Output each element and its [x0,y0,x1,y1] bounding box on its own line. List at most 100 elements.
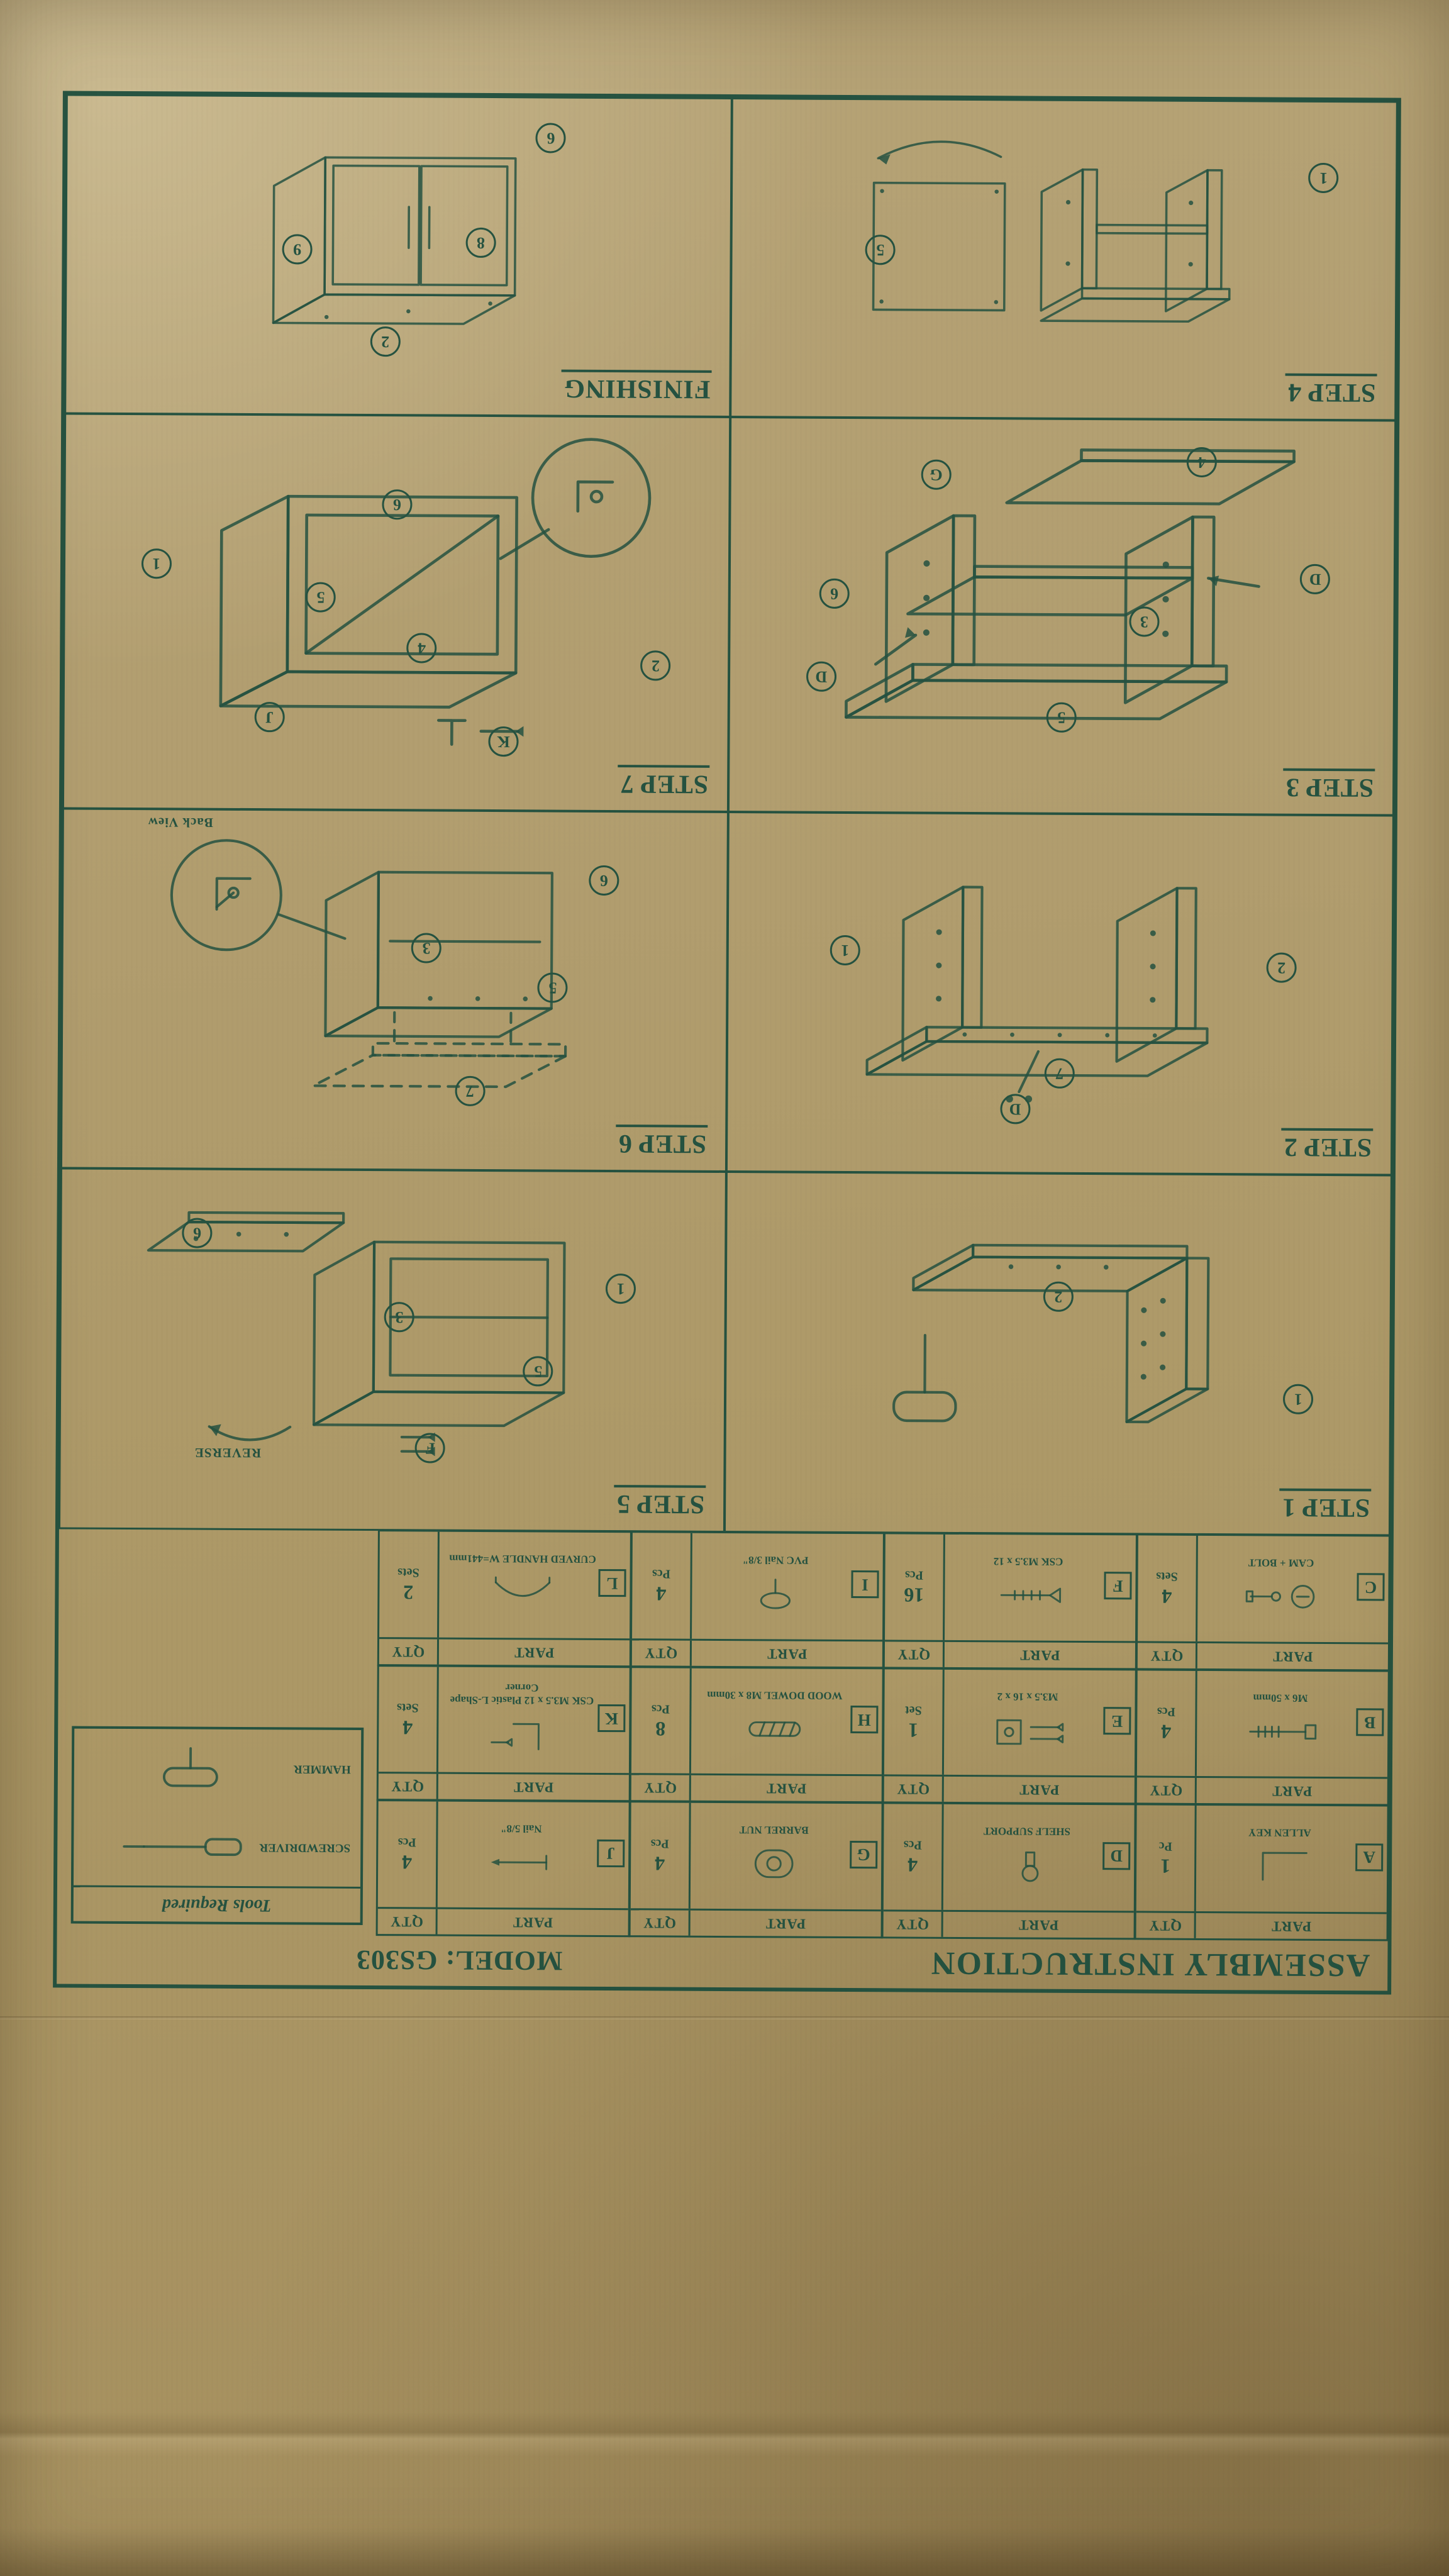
mallet-icon [892,1333,957,1423]
cabinet-frame [1040,168,1231,323]
corner-bracket-icon [467,1709,577,1760]
part-callout: 7 [1044,1058,1075,1089]
part-letter-badge: I [851,1570,879,1599]
step-label: STEP 1 [1279,1488,1372,1523]
step-label: FINISHING [561,369,712,404]
part-callout: 4 [406,632,437,663]
part-qty-unit: Pcs [652,1567,670,1581]
cabinet-body [324,871,553,1039]
part-letter-badge: H [850,1706,879,1734]
part-qty: 4 [907,1853,918,1877]
sliding-doors [331,164,509,286]
bottom-panel [912,1243,1189,1292]
part-column-header: PART [1194,1778,1387,1804]
part-column-header: PART [941,1777,1135,1803]
part-qty-unit: Sets [397,1700,419,1714]
side-panel [1125,1257,1210,1424]
part-letter-badge: E [1103,1707,1131,1735]
part-callout: K [488,726,519,757]
part-letter-badge: J [597,1839,625,1867]
part-qty: 4 [402,1716,413,1739]
part-callout: 4 [1187,447,1218,478]
part-qty: 2 [403,1581,414,1604]
part-label: M6 x 50mm [1253,1692,1308,1704]
part-callout: 3 [384,1301,414,1333]
corner-hardware [436,719,524,746]
part-callout: 5 [523,1356,553,1387]
step-label: STEP 2 [1280,1128,1374,1163]
part-qty-unit: Pcs [1157,1704,1175,1719]
left-side-panel [1115,887,1197,1063]
cardboard-crease [0,2412,1449,2457]
part-callout: 1 [1308,162,1339,193]
shelf-panel [906,565,1194,617]
part-letter-badge: G [850,1840,878,1869]
step-label: STEP 7 [617,765,710,799]
qty-column-header: QTY [896,1781,930,1798]
part-qty-unit: Sets [1156,1569,1178,1584]
part-qty: 8 [655,1717,666,1741]
part-qty-unit: Set [904,1703,922,1718]
part-qty: 4 [1161,1720,1172,1743]
part-label: ALLEN KEY [1248,1826,1311,1840]
part-qty-unit: Pcs [904,1568,924,1582]
part-callout: 3 [1129,606,1160,637]
screw-pair [400,1432,435,1457]
diagram-note: Back View [147,814,213,830]
part-callout: 6 [382,489,413,520]
part-callout: 2 [370,326,401,357]
part-qty-unit: Pcs [397,1835,416,1850]
part-callout: G [921,459,952,490]
qty-column-header: QTY [1148,1918,1182,1934]
qty-column-header: QTY [391,1779,425,1795]
part-callout: 6 [535,123,567,153]
csk-screw-icon [973,1570,1083,1621]
part-qty: 16 [904,1584,924,1607]
qty-column-header: QTY [897,1646,931,1663]
part-column-header: PART [941,1911,1134,1938]
top-panel [845,663,1228,721]
step-cell-1: STEP 1 [723,1171,1392,1536]
step-label: STEP 3 [1282,768,1375,803]
bolt-icon [1225,1706,1335,1757]
step-cell-7: STEP 7 [62,413,731,813]
step-cell-6: STEP 6 [60,808,729,1173]
part-callout: J [254,701,285,732]
part-callout: 9 [282,234,313,265]
tools-required-box: Tools Required SCREWDRIVER HAMMER [70,1726,364,1925]
right-side-panel [901,886,984,1062]
tool-label: SCREWDRIVER [259,1840,351,1855]
back-panel [872,181,1006,311]
tools-required-title: Tools Required [73,1885,360,1923]
part-callout: D [999,1093,1031,1124]
step-cell-3: STEP 3 [727,416,1397,816]
part-qty-unit: Pcs [903,1838,922,1852]
part-column-header: PART [688,1910,881,1937]
part-callout: 1 [830,935,860,966]
part-label: CURVED HANDLE W=441mm [449,1552,596,1565]
part-callout: 6 [819,578,850,609]
screw-set-icon [972,1705,1082,1756]
part-column-header: PART [436,1639,630,1665]
title-row: ASSEMBLY INSTRUCTION MODEL: GS303 [57,1933,1387,1990]
part-label: BARREL NUT [739,1824,809,1837]
part-qty-unit: Pcs [651,1701,670,1716]
allen-key-icon [1224,1841,1335,1892]
back-view-detail-circle [170,839,347,952]
qty-column-header: QTY [643,1780,677,1796]
diagram-note: REVERSE [194,1445,262,1461]
nail-icon [466,1837,576,1888]
